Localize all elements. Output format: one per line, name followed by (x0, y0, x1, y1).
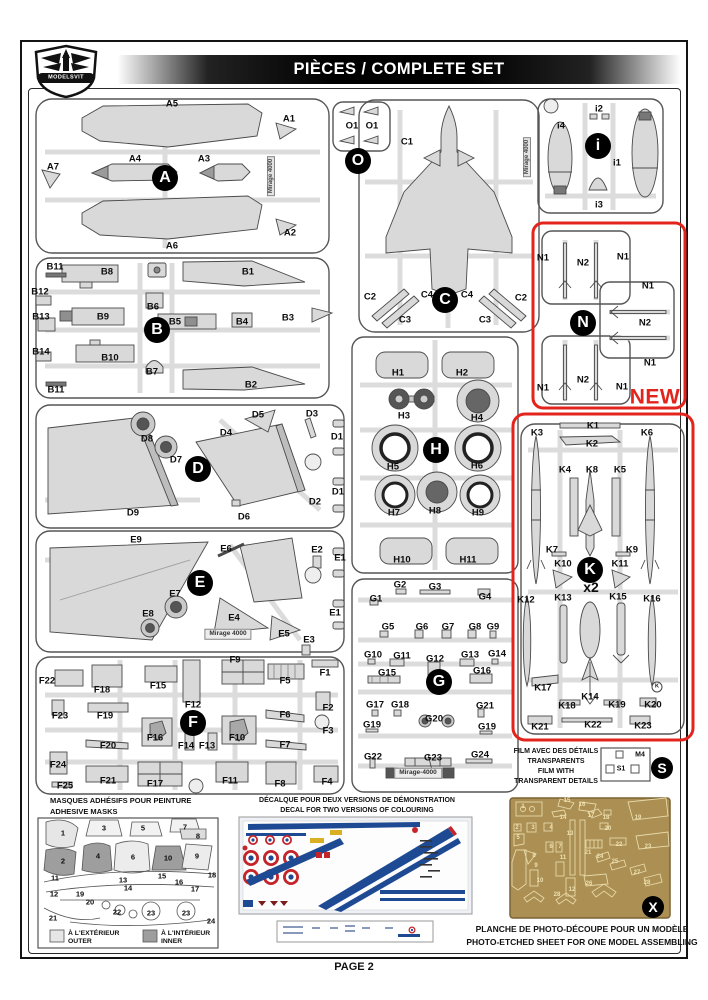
brand-text: MODELSVIT (48, 74, 84, 81)
legend-inner-en: INNER (161, 938, 183, 946)
legend-outer-fr: À L'EXTÉRIEUR (68, 930, 120, 937)
page-title: PIÈCES / COMPLETE SET (293, 60, 505, 78)
content-box (28, 88, 681, 954)
masks-title-fr: MASQUES ADHÉSIFS POUR PEINTURE (50, 796, 192, 805)
film-caption-line3: FILM WITH (537, 768, 575, 775)
page-number: PAGE 2 (334, 961, 374, 973)
masks-title-en: ADHESIVE MASKS (50, 807, 118, 816)
film-caption-line1: FILM AVEC DES DÉTAILS (513, 748, 599, 755)
legend-inner-fr: À L'INTÉRIEUR (161, 930, 211, 937)
film-caption-line4: TRANSPARENT DETAILS (514, 778, 598, 785)
legend-outer-en: OUTER (68, 938, 92, 946)
decal-title-fr: DÉCALQUE POUR DEUX VERSIONS DE DÉMONSTRA… (259, 797, 455, 804)
masks-legend-inner: À L'INTÉRIEUR INNER (161, 930, 210, 947)
film-caption-line2: TRANSPARENTS (527, 758, 585, 765)
photo-etch-caption-fr: PLANCHE DE PHOTO-DÉCOUPE POUR UN MODÈLE (475, 924, 689, 934)
decal-title-en: DECAL FOR TWO VERSIONS OF COLOURING (280, 807, 434, 814)
photo-etch-caption-en: PHOTO-ETCHED SHEET FOR ONE MODEL ASSEMBL… (466, 937, 698, 947)
header-bar: PIÈCES / COMPLETE SET (118, 55, 680, 84)
masks-legend-outer: À L'EXTÉRIEUR OUTER (68, 930, 119, 947)
